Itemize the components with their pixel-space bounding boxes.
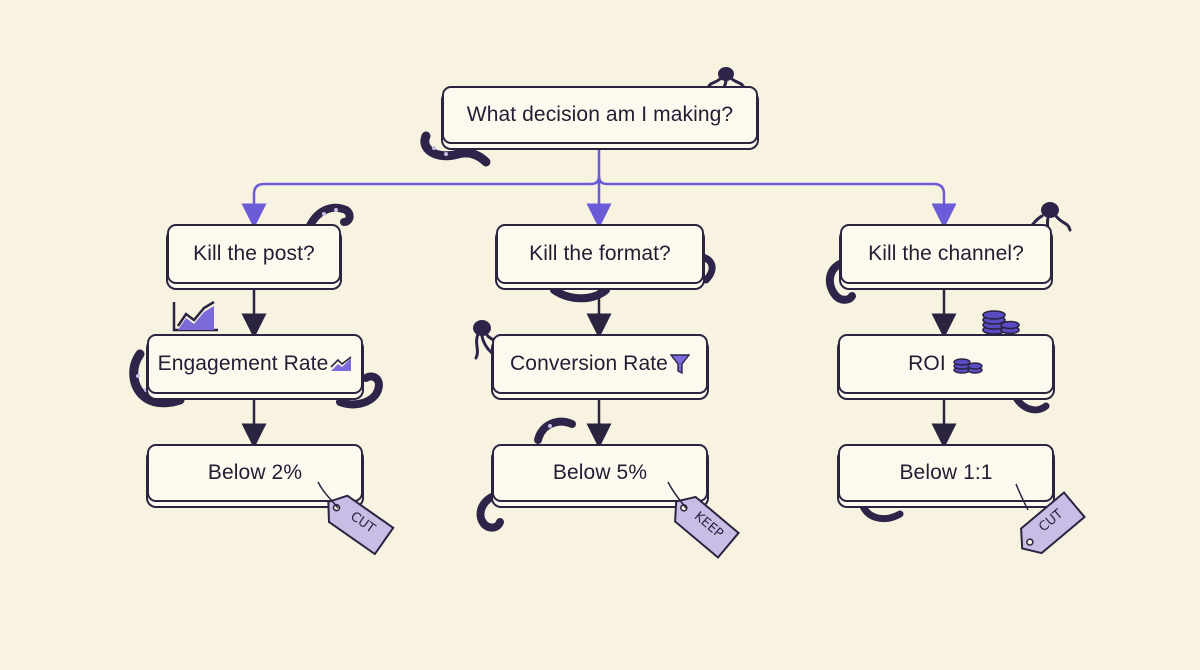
tentacle-icon	[336, 372, 383, 409]
threshold-label: Below 5%	[552, 461, 648, 484]
threshold-node-channel: Below 1:1	[838, 444, 1054, 502]
metric-label: Conversion Rate	[510, 352, 668, 375]
cut-tag: CUT	[1008, 487, 1090, 565]
question-node-post: Kill the post?	[167, 224, 341, 284]
tentacle-icon	[534, 417, 576, 444]
threshold-node-format: Below 5%	[492, 444, 708, 502]
tentacle-icon	[304, 203, 354, 234]
tentacle-icon	[420, 131, 491, 167]
metric-label: ROI	[908, 352, 946, 375]
root-question-node: What decision am I making?	[442, 86, 758, 144]
metric-label: Engagement Rate	[157, 352, 329, 375]
threshold-node-post: Below 2%	[147, 444, 363, 502]
coin-stack-icon	[982, 310, 1020, 335]
question-label: Kill the channel?	[868, 242, 1024, 265]
coin-stack-icon	[953, 358, 983, 374]
tag-string	[667, 481, 687, 509]
tentacle-icon	[825, 258, 856, 304]
question-node-format: Kill the format?	[496, 224, 704, 284]
tentacle-icon	[858, 500, 904, 523]
tentacle-icon	[476, 490, 504, 532]
metric-node-conversion: Conversion Rate	[492, 334, 708, 394]
tag-string	[317, 481, 339, 509]
question-node-channel: Kill the channel?	[840, 224, 1052, 284]
metric-node-engagement: Engagement Rate	[147, 334, 363, 394]
root-connector	[597, 175, 957, 229]
question-label: Kill the format?	[529, 242, 671, 265]
trend-chart-icon	[330, 356, 352, 371]
root-question-label: What decision am I making?	[466, 103, 734, 126]
metric-node-roi: ROI	[838, 334, 1054, 394]
trend-chart-icon	[172, 300, 218, 332]
tentacle-icon	[1008, 386, 1050, 414]
funnel-icon	[669, 354, 690, 375]
tag-string	[1015, 483, 1029, 511]
threshold-label: Below 1:1	[899, 461, 993, 484]
question-label: Kill the post?	[193, 242, 315, 265]
threshold-label: Below 2%	[207, 461, 303, 484]
